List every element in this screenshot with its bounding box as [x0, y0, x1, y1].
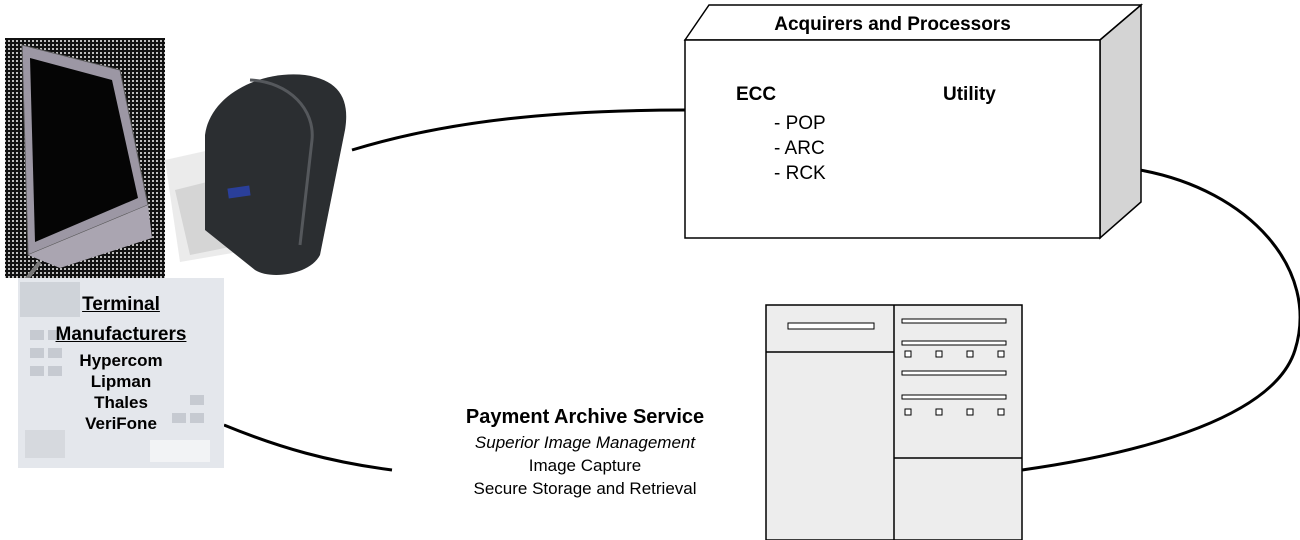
- payment-archive-title: Payment Archive Service: [465, 406, 705, 428]
- computer-monitor-image: [5, 38, 165, 287]
- manufacturer-lipman: Lipman: [90, 372, 152, 391]
- ecc-item-rck: - RCK: [774, 163, 826, 184]
- payment-archive-line-storage: Secure Storage and Retrieval: [473, 479, 697, 498]
- acquirers-box-title: Acquirers and Processors: [774, 14, 1011, 35]
- payment-archive-line-image-capture: Image Capture: [528, 456, 642, 475]
- check-scanner-image: [165, 74, 347, 275]
- manufacturer-thales: Thales: [94, 393, 148, 412]
- ecc-item-arc: - ARC: [774, 138, 825, 159]
- terminal-heading-line1: Terminal: [82, 294, 160, 315]
- archive-server-cabinet: [765, 304, 1023, 540]
- payment-archive-service-label: Payment Archive Service Superior Image M…: [395, 403, 775, 500]
- connector-curve-right: [1021, 168, 1300, 472]
- terminal-heading-line2: Manufacturers: [55, 324, 187, 345]
- utility-heading: Utility: [943, 84, 996, 105]
- ecc-heading: ECC: [736, 84, 777, 105]
- connector-curve-bottom: [223, 423, 393, 472]
- terminal-keypad-image: [18, 278, 224, 468]
- ecc-item-pop: - POP: [774, 113, 826, 134]
- payment-archive-subtitle: Superior Image Management: [474, 433, 696, 452]
- connector-curve-top: [351, 108, 686, 152]
- acquirers-box: [683, 3, 1144, 240]
- manufacturer-hypercom: Hypercom: [79, 351, 163, 370]
- manufacturer-verifone: VeriFone: [85, 414, 157, 433]
- terminal-manufacturers-label: Terminal Manufacturers Hypercom Lipman T…: [18, 290, 224, 434]
